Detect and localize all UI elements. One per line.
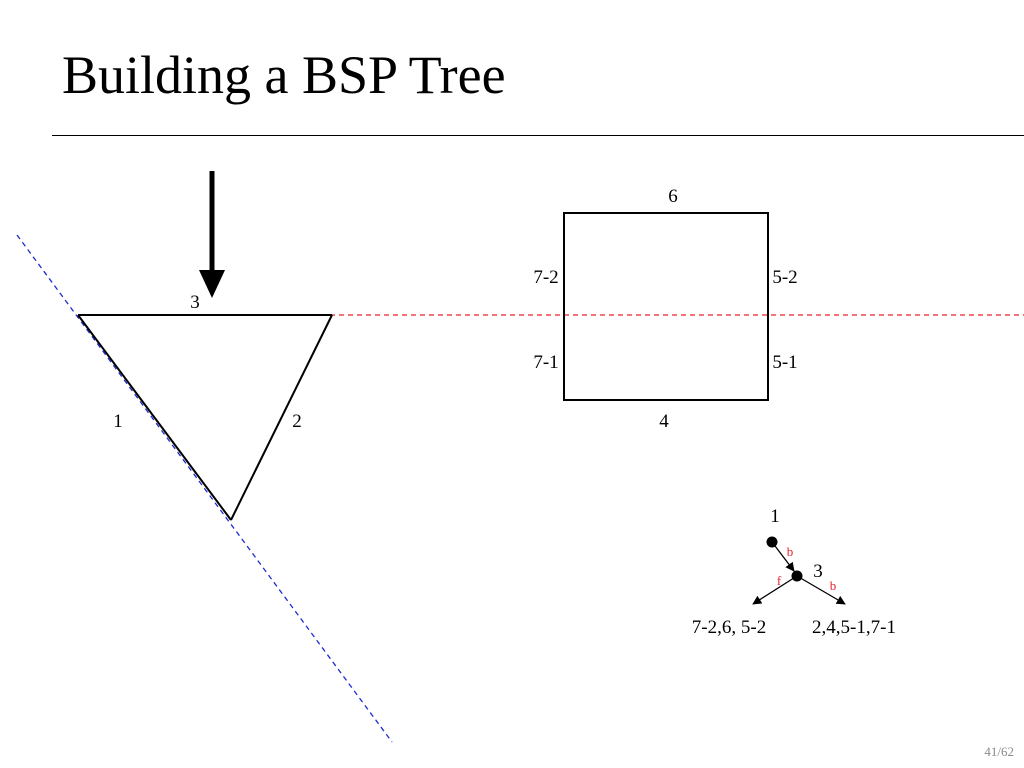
tree-leaf-front-label: 7-2,6, 5-2 bbox=[692, 617, 766, 638]
tree-leaf-back-label: 2,4,5-1,7-1 bbox=[812, 617, 896, 638]
tree-node-root bbox=[766, 536, 778, 548]
tree-edge-front bbox=[752, 575, 798, 605]
tree-node-child-label: 3 bbox=[813, 561, 823, 582]
title-divider bbox=[52, 135, 1024, 136]
previous-splitting-line bbox=[16, 234, 393, 743]
tree-edge-back bbox=[796, 575, 846, 605]
tree-edge-label-b-root: b bbox=[787, 544, 794, 559]
triangle-edge-label-2: 2 bbox=[292, 411, 302, 432]
bsp-tree: 1 3 b f b 7-2,6, 5-2 2,4,5-1,7-1 bbox=[692, 506, 896, 638]
tree-node-child bbox=[791, 570, 803, 582]
square-edge-label-6: 6 bbox=[668, 186, 678, 207]
slide-title: Building a BSP Tree bbox=[62, 45, 506, 105]
square-edge-label-4: 4 bbox=[659, 411, 669, 432]
triangle-edge-label-3: 3 bbox=[190, 292, 200, 313]
square-polygon bbox=[563, 212, 769, 401]
triangle-edge-1 bbox=[77, 314, 232, 521]
triangle-edge-label-1: 1 bbox=[113, 411, 123, 432]
triangle-edge-2 bbox=[230, 314, 333, 521]
down-arrow-icon bbox=[199, 171, 225, 298]
square-edge-label-7-2: 7-2 bbox=[533, 267, 558, 288]
tree-node-root-label: 1 bbox=[770, 506, 780, 527]
tree-edge-label-b-back: b bbox=[830, 578, 837, 593]
square-edge-label-5-1: 5-1 bbox=[772, 352, 797, 373]
square-edge-label-7-1: 7-1 bbox=[533, 352, 558, 373]
tree-edge-root-to-child bbox=[771, 541, 795, 572]
square-edge-label-5-2: 5-2 bbox=[772, 267, 797, 288]
page-number: 41/62 bbox=[984, 744, 1014, 759]
triangle-polygon bbox=[77, 314, 333, 521]
tree-edge-label-f: f bbox=[777, 573, 782, 588]
